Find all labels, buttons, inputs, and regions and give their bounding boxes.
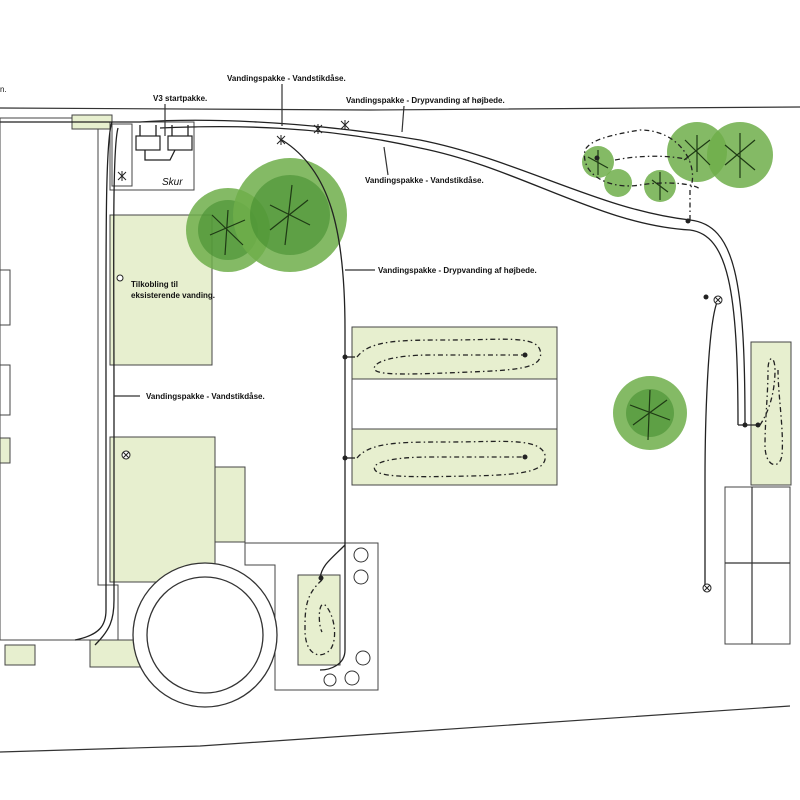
path-strip-bottom: [89, 639, 141, 668]
raised-bed-right: [750, 341, 792, 486]
water-outlet-icon: [116, 274, 723, 593]
round-feature: [132, 562, 278, 708]
pipe-left: [74, 121, 113, 641]
drip-raised-mid-label: Vandingspakke - Drypvanding af højbede.: [378, 266, 537, 275]
house-window-3: [0, 437, 11, 464]
start-pack-label: V3 startpakke.: [153, 94, 207, 103]
shed-inner: [111, 123, 133, 187]
terrace-side: [214, 466, 246, 543]
vandstikdase-left-label: Vandingspakke - Vandstikdåse.: [146, 392, 265, 401]
leader-lines: [114, 84, 405, 397]
drip-line-trees: [583, 129, 701, 220]
pipe-crossings: [117, 120, 350, 181]
connection-label-2: eksisterende vanding.: [131, 291, 215, 300]
shed-label: Skur: [162, 177, 183, 188]
tree-icon: [186, 122, 773, 450]
shed-right: [724, 486, 791, 645]
house-window-2: [0, 364, 11, 416]
connection-label-1: Tilkobling til: [131, 280, 178, 289]
property-boundary: [0, 106, 800, 753]
drip-raised-top-label: Vandingspakke - Drypvanding af højbede.: [346, 96, 505, 105]
main-pipe: [0, 119, 746, 426]
house-window-1: [0, 269, 11, 326]
raised-bed-2: [351, 378, 558, 430]
junction-dots: [318, 155, 761, 581]
house-step: [4, 644, 36, 666]
shed: Skur: [109, 121, 195, 191]
drip-line-rightbed: [759, 358, 784, 466]
edge-fragment-label: n.: [0, 85, 7, 94]
drip-line-smallbed: [304, 579, 336, 656]
vandstikdase-top-label: Vandingspakke - Vandstikdåse.: [227, 74, 346, 83]
pipe-branch-smallbed: [319, 544, 346, 579]
terrace-lower: [109, 436, 216, 583]
house: [0, 117, 119, 666]
drip-line-trees-2: [614, 155, 691, 161]
drip-line-bed3: [356, 440, 546, 478]
pipe-left-inner: [94, 127, 119, 646]
main-pipe-outer: [159, 125, 739, 426]
pipe-branch-beds: [281, 139, 346, 671]
raised-bed-1: [351, 326, 558, 380]
stepping-stones: [323, 547, 371, 687]
pipe-right-down: [704, 299, 719, 585]
drip-line-bed1: [356, 338, 542, 375]
vandstikdase-mid-label: Vandingspakke - Vandstikdåse.: [365, 176, 484, 185]
valve-icon: [135, 125, 193, 161]
